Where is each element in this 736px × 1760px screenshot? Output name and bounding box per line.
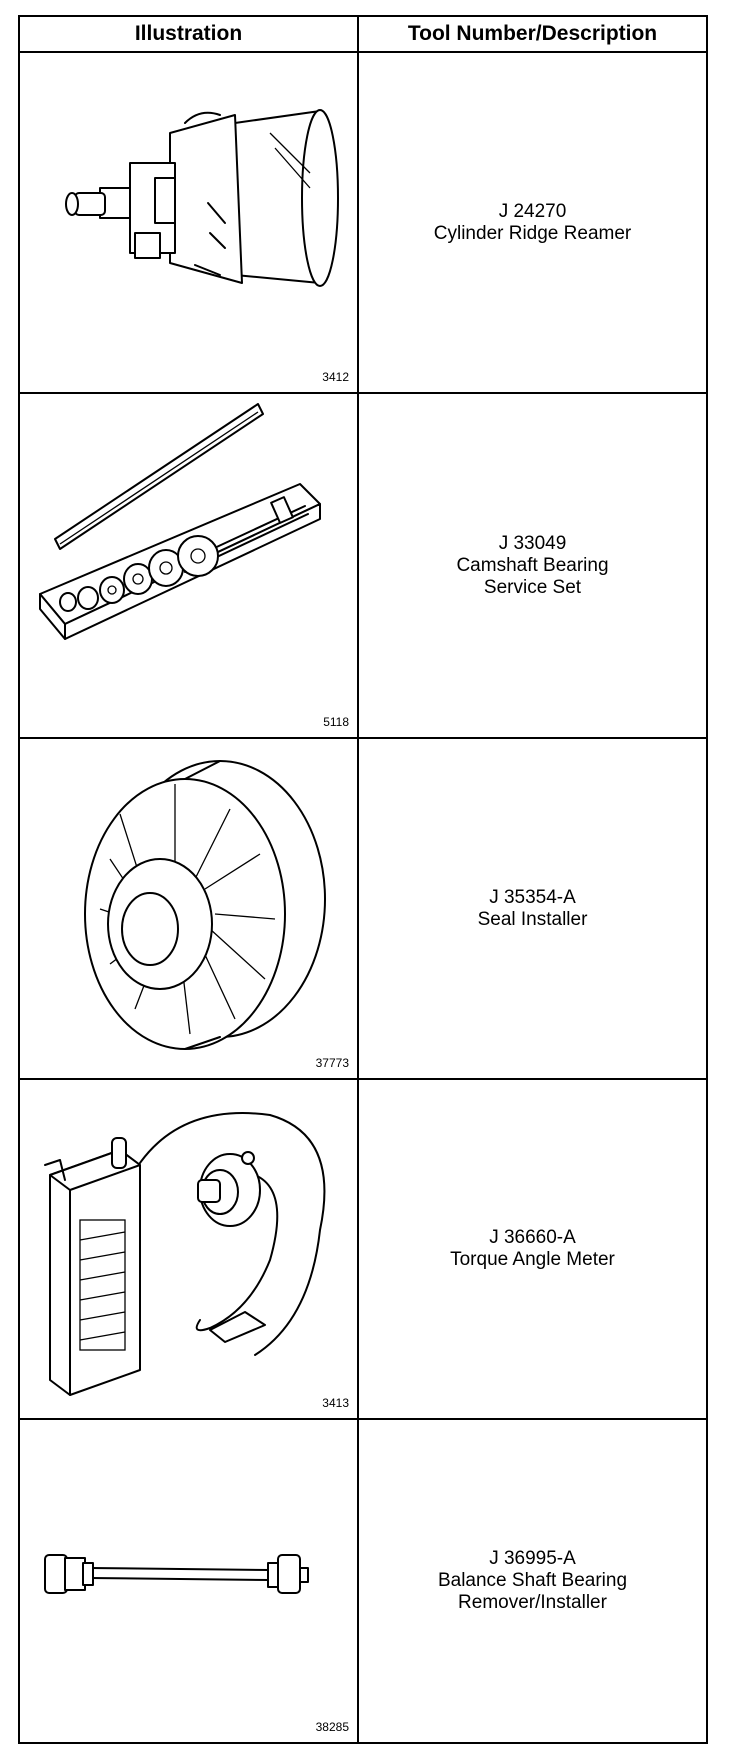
tool-number: J 24270 [498, 200, 567, 222]
row-divider [20, 737, 706, 739]
table-row: 5118 J 33049 Camshaft Bearing Service Se… [20, 394, 706, 737]
figure-number: 3412 [322, 370, 349, 384]
tool-name-line-2: Service Set [483, 576, 582, 598]
row-divider [20, 1418, 706, 1420]
ridge-reamer-illustration [65, 109, 339, 287]
tool-name-line-2: Remover/Installer [458, 1592, 607, 1613]
illustration-cell: 3412 [20, 53, 357, 392]
tool-description: J 35354-A Seal Installer [359, 739, 706, 1078]
figure-number: 3413 [322, 1396, 349, 1410]
balance-shaft-tool-illustration [44, 1554, 309, 1594]
tools-table: Illustration Tool Number/Description [18, 15, 708, 1744]
illustration-cell: 5118 [20, 394, 357, 737]
illustration-cell: 38285 [20, 1420, 357, 1742]
bearing-service-set-illustration [39, 403, 321, 640]
table-row: 37773 J 35354-A Seal Installer [20, 739, 706, 1078]
table-row: 3412 J 24270 Cylinder Ridge Reamer [20, 53, 706, 392]
column-divider [357, 17, 359, 1742]
tool-name: Seal Installer [477, 908, 588, 930]
tool-description: J 36660-A Torque Angle Meter [359, 1080, 706, 1418]
figure-number: 5118 [323, 715, 349, 729]
illustration-cell: 3413 [20, 1080, 357, 1418]
table-row: 38285 J 36995-A Balance Shaft Bearing Re… [20, 1420, 706, 1742]
header-illustration: Illustration [134, 22, 243, 45]
table-header: Illustration Tool Number/Description [20, 17, 706, 53]
header-tool-number: Tool Number/Description [407, 22, 658, 45]
tool-description: J 33049 Camshaft Bearing Service Set [359, 394, 706, 737]
tool-description: J 36995-A Balance Shaft Bearing Remover/… [359, 1420, 706, 1742]
tool-name: Torque Angle Meter [450, 1249, 615, 1270]
figure-number: 37773 [315, 1056, 349, 1070]
tool-number: J 33049 [498, 532, 567, 554]
tool-number: J 36995-A [489, 1548, 576, 1569]
figure-number: 38285 [315, 1720, 349, 1734]
tool-name: Cylinder Ridge Reamer [433, 222, 632, 244]
seal-installer-illustration [84, 760, 326, 1050]
tool-name-line-1: Camshaft Bearing [456, 554, 609, 576]
row-divider [20, 392, 706, 394]
tool-number: J 35354-A [489, 886, 576, 908]
tool-name-line-1: Balance Shaft Bearing [437, 1570, 628, 1591]
tool-description: J 24270 Cylinder Ridge Reamer [359, 53, 706, 392]
tool-number: J 36660-A [489, 1227, 576, 1248]
row-divider [20, 1078, 706, 1080]
torque-angle-meter-illustration [44, 1112, 326, 1396]
table-row: 3413 J 36660-A Torque Angle Meter [20, 1080, 706, 1418]
illustration-cell: 37773 [20, 739, 357, 1078]
